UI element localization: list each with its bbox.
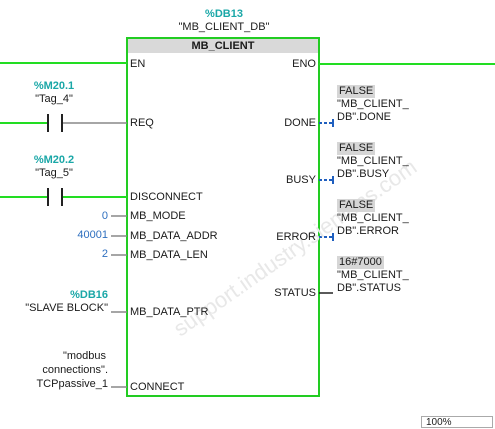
connect-operand-line2[interactable]: connections". bbox=[42, 364, 108, 376]
pin-mb-mode: MB_MODE bbox=[130, 210, 186, 222]
mb-data-ptr-tag[interactable]: "SLAVE BLOCK" bbox=[25, 302, 108, 314]
done-output[interactable]: FALSE "MB_CLIENT_ DB".DONE bbox=[337, 85, 409, 124]
pin-disconnect: DISCONNECT bbox=[130, 191, 203, 203]
status-operand-line2: DB".STATUS bbox=[337, 282, 402, 294]
busy-operand-line1: "MB_CLIENT_ bbox=[337, 155, 409, 167]
mb-mode-value[interactable]: 0 bbox=[101, 210, 108, 222]
mb-data-addr-value[interactable]: 40001 bbox=[77, 229, 108, 241]
function-block-title: MB_CLIENT bbox=[191, 40, 255, 52]
error-operand-line1: "MB_CLIENT_ bbox=[337, 212, 409, 224]
req-contact[interactable] bbox=[0, 114, 127, 132]
error-output[interactable]: FALSE "MB_CLIENT_ DB".ERROR bbox=[337, 199, 409, 238]
pin-busy: BUSY bbox=[286, 174, 316, 186]
status-output[interactable]: 16#7000 "MB_CLIENT_ DB".STATUS bbox=[337, 256, 409, 295]
error-output-wire bbox=[319, 233, 334, 241]
error-operand-line2: DB".ERROR bbox=[337, 225, 399, 237]
done-output-wire bbox=[319, 119, 334, 127]
pin-error: ERROR bbox=[276, 231, 316, 243]
busy-output[interactable]: FALSE "MB_CLIENT_ DB".BUSY bbox=[337, 142, 409, 181]
done-operand-line1: "MB_CLIENT_ bbox=[337, 98, 409, 110]
error-monitor-value: FALSE bbox=[337, 199, 376, 212]
zoom-select[interactable]: 100% bbox=[421, 416, 493, 428]
pin-eno: ENO bbox=[292, 58, 316, 70]
pin-status: STATUS bbox=[274, 287, 316, 299]
status-operand-line1: "MB_CLIENT_ bbox=[337, 269, 409, 281]
busy-output-wire bbox=[319, 176, 334, 184]
disconnect-contact-tag[interactable]: "Tag_5" bbox=[35, 167, 73, 179]
req-contact-address[interactable]: %M20.1 bbox=[33, 80, 75, 92]
pin-connect: CONNECT bbox=[130, 381, 185, 393]
pin-en: EN bbox=[130, 58, 146, 70]
busy-monitor-value: FALSE bbox=[337, 142, 376, 155]
connect-operand-line1[interactable]: "modbus bbox=[62, 350, 106, 362]
done-operand-line2: DB".DONE bbox=[337, 111, 392, 123]
mb-data-len-value[interactable]: 2 bbox=[101, 248, 108, 260]
done-monitor-value: FALSE bbox=[337, 85, 376, 98]
function-block-header bbox=[128, 39, 318, 53]
req-contact-tag[interactable]: "Tag_4" bbox=[35, 93, 73, 105]
disconnect-contact[interactable] bbox=[0, 188, 127, 206]
instance-db-address[interactable]: %DB13 bbox=[205, 8, 243, 20]
disconnect-contact-address[interactable]: %M20.2 bbox=[33, 154, 75, 166]
instance-db-name[interactable]: "MB_CLIENT_DB" bbox=[178, 21, 270, 33]
pin-done: DONE bbox=[284, 117, 316, 129]
busy-operand-line2: DB".BUSY bbox=[337, 168, 390, 180]
status-monitor-value: 16#7000 bbox=[337, 256, 384, 269]
mb-data-ptr-address[interactable]: %DB16 bbox=[70, 289, 108, 301]
pin-mb-data-addr: MB_DATA_ADDR bbox=[130, 230, 218, 242]
pin-req: REQ bbox=[130, 117, 154, 129]
pin-mb-data-len: MB_DATA_LEN bbox=[130, 249, 208, 261]
pin-mb-data-ptr: MB_DATA_PTR bbox=[130, 306, 209, 318]
function-block-frame[interactable] bbox=[126, 37, 320, 397]
connect-operand-line3[interactable]: TCPpassive_1 bbox=[36, 378, 108, 390]
